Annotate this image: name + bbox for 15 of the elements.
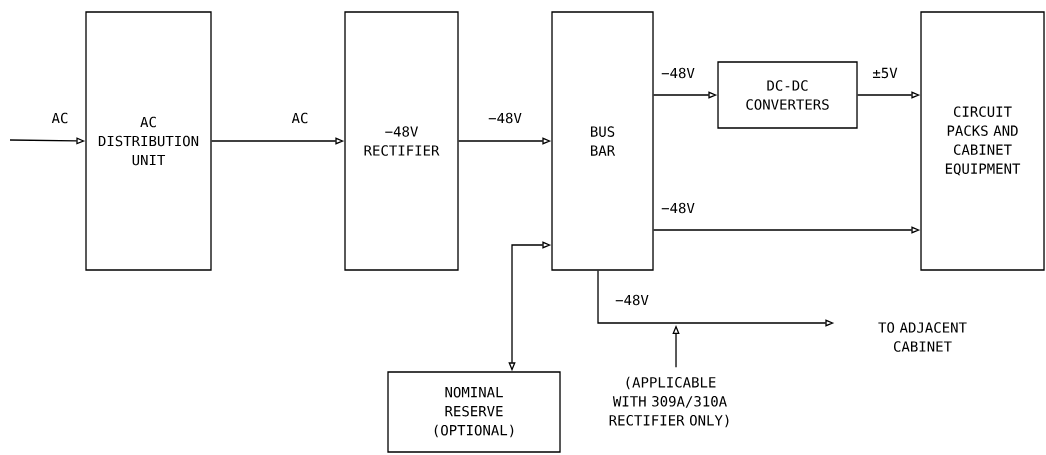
- edge-label: AC: [50, 111, 70, 125]
- edge-label: −48V: [660, 66, 696, 80]
- bus-bar-box: BUS BAR: [551, 11, 654, 271]
- equipment-box: CIRCUIT PACKS AND CABINET EQUIPMENT: [920, 11, 1045, 271]
- edge-label: −48V: [660, 201, 696, 215]
- process-box: NOMINAL RESERVE (OPTIONAL): [387, 371, 561, 453]
- process-box: DC-DC CONVERTERS: [717, 61, 858, 129]
- edge-label: ±5V: [871, 66, 899, 80]
- edge-label: −48V: [487, 111, 523, 125]
- edge-label: −48V: [614, 293, 650, 307]
- process-box: −48V RECTIFIER: [344, 11, 459, 271]
- process-box: AC DISTRIBUTION UNIT: [85, 11, 212, 271]
- destination-text: TO ADJACENT CABINET: [878, 322, 967, 352]
- note-text: (APPLICABLE WITH 309A/310A RECTIFIER ONLY): [609, 376, 729, 428]
- edge-label: AC: [290, 111, 310, 125]
